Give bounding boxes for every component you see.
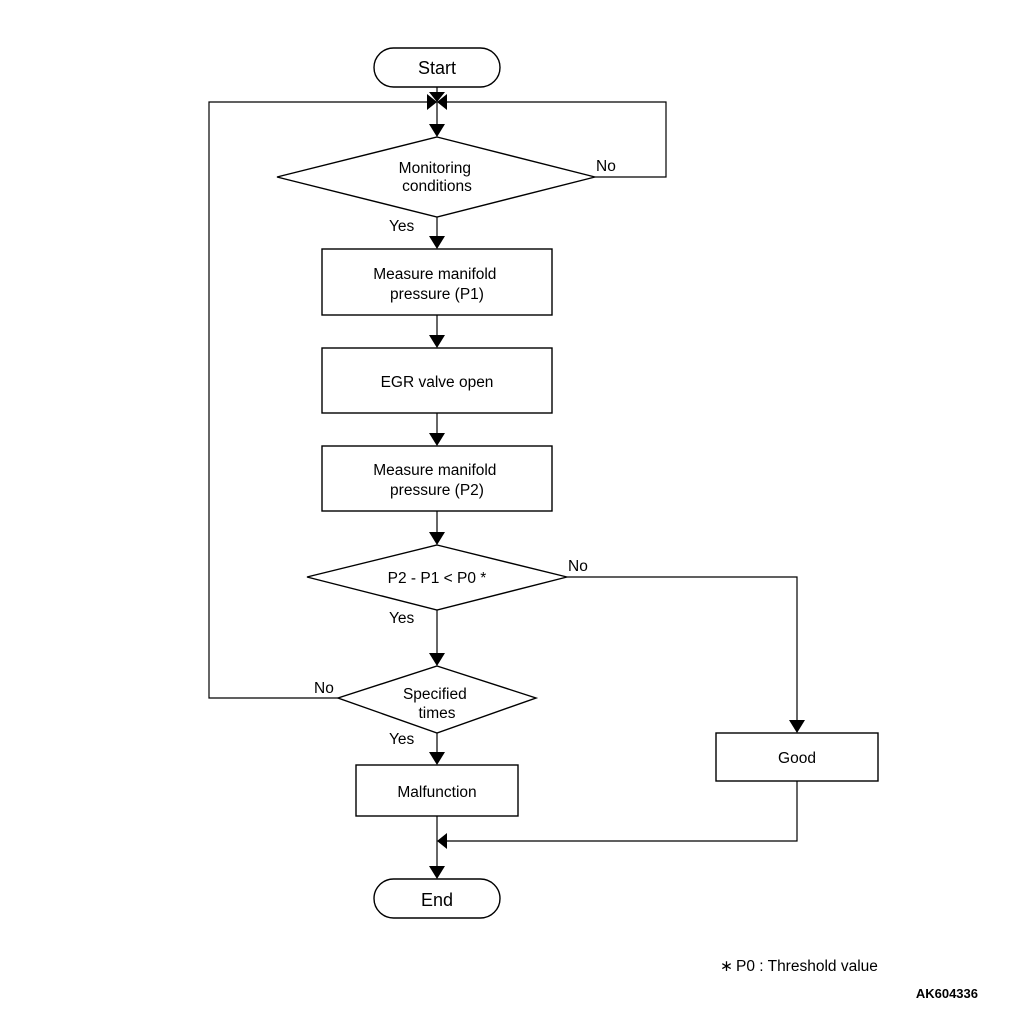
monitoring-yes-label: Yes xyxy=(389,218,415,235)
measure-p2-line-2: pressure (P2) xyxy=(390,482,484,499)
specified-times-line-2: times xyxy=(418,705,455,722)
specified-times-label: Specified times xyxy=(403,686,471,722)
decision-shape xyxy=(276,136,596,218)
arrowhead-compare xyxy=(429,532,445,545)
monitoring-conditions-label: Monitoring conditions xyxy=(399,160,476,195)
process-shape xyxy=(321,347,553,414)
specified-times-line-1: Specified xyxy=(403,686,467,703)
end-label: End xyxy=(421,890,453,910)
arrowhead-good xyxy=(789,720,805,733)
arrowhead-malfunction xyxy=(429,752,445,765)
measure-p1-line-2: pressure (P1) xyxy=(390,286,484,303)
monitoring-conditions-line-1: Monitoring xyxy=(399,160,471,177)
connector-compare-no xyxy=(567,576,798,730)
node-egr-valve-open: EGR valve open xyxy=(321,347,553,414)
measure-p2-label: Measure manifold pressure (P2) xyxy=(373,462,501,499)
arrowhead-no-loop-left xyxy=(427,94,437,110)
measure-p2-line-1: Measure manifold xyxy=(373,462,496,479)
process-shape xyxy=(355,764,519,817)
node-start: Start xyxy=(373,47,501,88)
measure-p1-line-1: Measure manifold xyxy=(373,266,496,283)
node-good: Good xyxy=(715,732,879,782)
figure-id: AK604336 xyxy=(916,986,978,1001)
node-specified-times: Specified times xyxy=(335,665,539,734)
good-label: Good xyxy=(778,750,816,767)
compare-label: P2 - P1 < P0 * xyxy=(388,570,487,587)
start-label: Start xyxy=(418,58,456,78)
specified-no-label: No xyxy=(314,680,334,697)
egr-valve-open-label: EGR valve open xyxy=(381,374,494,391)
decision-shape xyxy=(306,544,568,611)
node-end: End xyxy=(373,878,501,919)
specified-yes-label: Yes xyxy=(389,731,415,748)
arrowhead-specified xyxy=(429,653,445,666)
arrowhead-egr xyxy=(429,335,445,348)
process-shape xyxy=(321,248,553,316)
compare-yes-label: Yes xyxy=(389,610,415,627)
arrowhead-good-merge xyxy=(437,833,447,849)
footnote: ∗P0 : Threshold value xyxy=(720,958,878,975)
arrowhead-monitoring xyxy=(429,124,445,137)
footnote-marker: ∗ xyxy=(720,958,733,975)
monitoring-no-label: No xyxy=(596,158,616,175)
monitoring-conditions-line-2: conditions xyxy=(402,178,472,195)
node-measure-p1: Measure manifold pressure (P1) xyxy=(321,248,553,316)
connector-good-to-end xyxy=(445,781,798,842)
node-monitoring-conditions: Monitoring conditions xyxy=(276,136,596,218)
node-measure-p2: Measure manifold pressure (P2) xyxy=(321,445,553,512)
connector-monitoring-no-loop xyxy=(445,101,667,178)
arrowhead-end xyxy=(429,866,445,879)
node-compare: P2 - P1 < P0 * xyxy=(306,544,568,611)
decision-shape xyxy=(335,665,539,734)
process-shape xyxy=(715,732,879,782)
connector-specified-no-loop xyxy=(208,101,429,699)
process-shape xyxy=(321,445,553,512)
connectors xyxy=(208,87,798,876)
measure-p1-label: Measure manifold pressure (P1) xyxy=(373,266,501,303)
arrowhead-start-merge xyxy=(429,92,445,102)
arrowhead-no-loop-right xyxy=(437,94,447,110)
arrowheads xyxy=(427,92,805,879)
compare-no-label: No xyxy=(568,558,588,575)
terminator-shape xyxy=(373,878,501,919)
node-malfunction: Malfunction xyxy=(355,764,519,817)
arrowhead-measure-p2 xyxy=(429,433,445,446)
terminator-shape xyxy=(373,47,501,88)
footnote-text: P0 : Threshold value xyxy=(736,958,878,975)
malfunction-label: Malfunction xyxy=(397,784,476,801)
arrowhead-measure-p1 xyxy=(429,236,445,249)
